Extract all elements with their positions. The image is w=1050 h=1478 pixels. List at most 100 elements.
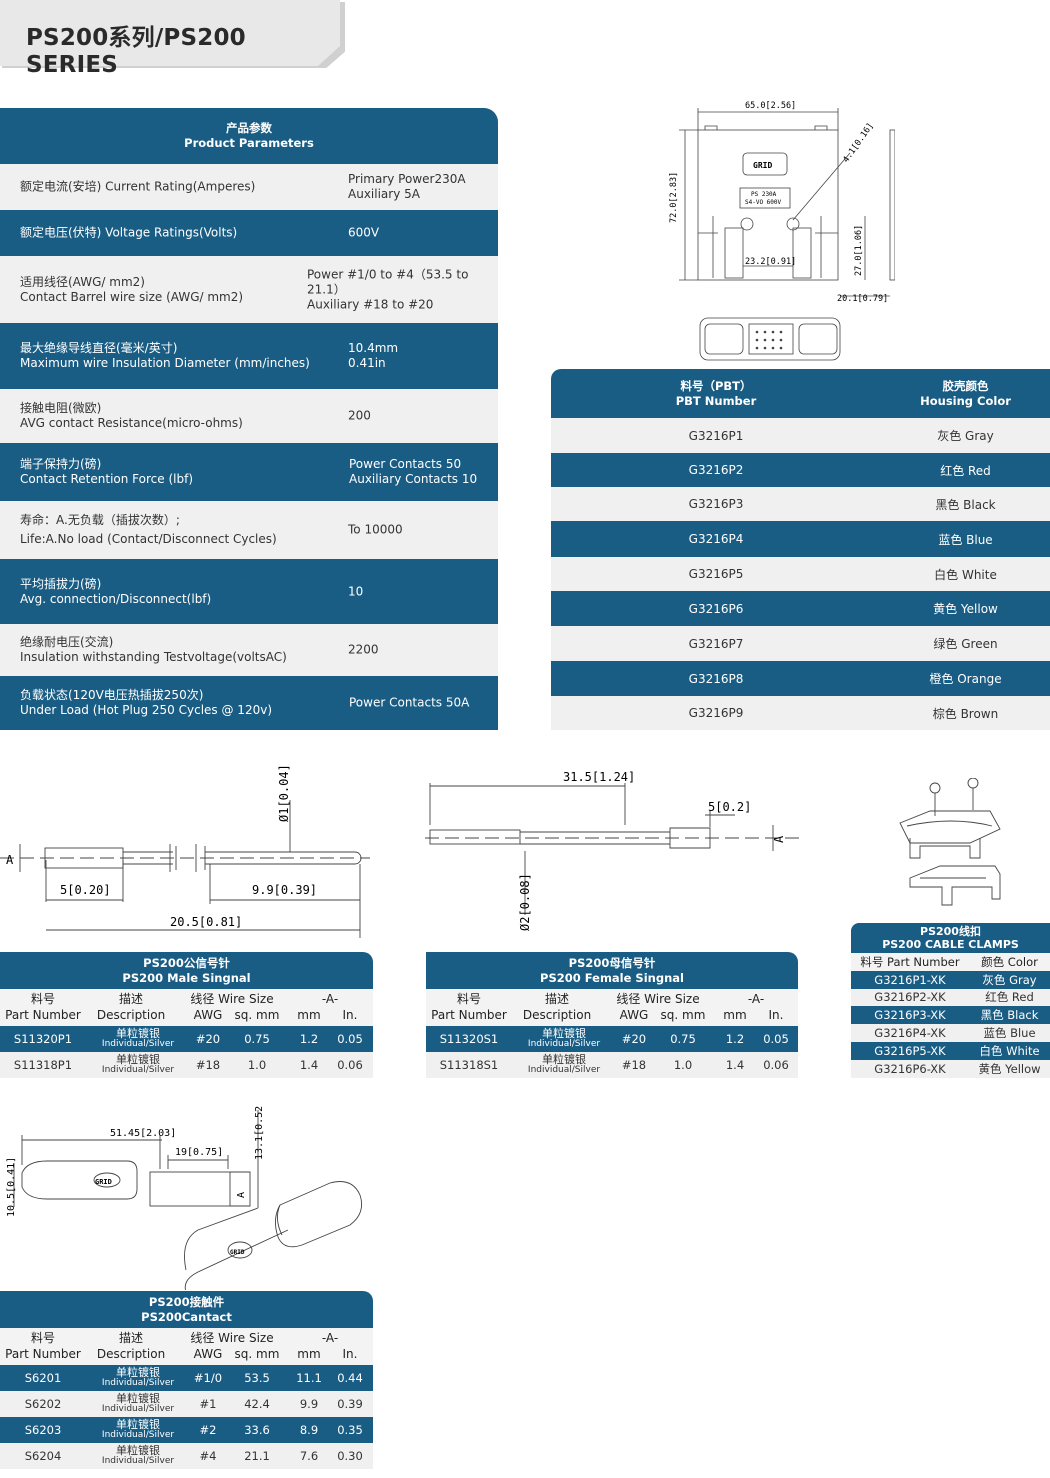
female-pin-drawing: 31.5[1.24] 5[0.2] A Ø2[0.08] bbox=[425, 770, 805, 931]
male-dim-99: 9.9[0.39] bbox=[252, 883, 317, 897]
param-value-2: Auxiliary #18 to #20 bbox=[307, 297, 434, 311]
pbt-part-number: G3216P6 bbox=[688, 601, 744, 616]
spec-sq-mm: 33.6 bbox=[244, 1423, 270, 1437]
spec-h-a: -A- bbox=[321, 1331, 339, 1345]
clamps-title: PS200线扣 PS200 CABLE CLAMPS bbox=[851, 923, 1050, 953]
clamps-title-cn: PS200线扣 bbox=[920, 925, 981, 938]
param-label-cn: 额定电流(安培) Current Rating(Amperes) bbox=[20, 179, 256, 194]
spec-desc-cn: 单粒镀银 bbox=[542, 1027, 586, 1040]
clamp-part-number: G3216P2-XK bbox=[874, 990, 946, 1005]
spec-title-cn: PS200母信号针 bbox=[568, 955, 656, 970]
contact-logo: GRID bbox=[95, 1178, 112, 1186]
spec-h-desc-cn: 描述 bbox=[118, 992, 143, 1006]
pbt-part-number: G3216P5 bbox=[688, 567, 744, 581]
spec-part-number: S11320P1 bbox=[13, 1032, 73, 1046]
spec-title-en: PS200 Male Singnal bbox=[122, 970, 251, 985]
spec-a-in: 0.05 bbox=[337, 1032, 363, 1046]
pbt-housing-color: 绿色 Green bbox=[933, 637, 998, 651]
pbt-part-number: G3216P7 bbox=[688, 636, 744, 651]
clamp-color: 黄色 Yellow bbox=[978, 1061, 1041, 1076]
clamp-color: 白色 White bbox=[979, 1043, 1040, 1058]
spec-awg: #1/0 bbox=[193, 1371, 223, 1385]
spec-sq-mm: 1.0 bbox=[247, 1058, 267, 1072]
spec-part-number: S11318S1 bbox=[439, 1058, 499, 1072]
param-value-1: 2200 bbox=[348, 642, 379, 657]
spec-a-in: 0.05 bbox=[763, 1032, 789, 1046]
param-label: 负载状态(120V电压热插拔250次)Under Load (Hot Plug … bbox=[20, 688, 310, 718]
spec-h-awg: AWG bbox=[193, 1347, 223, 1361]
spec-h-sq: sq. mm bbox=[234, 1347, 280, 1361]
spec-a-in: 0.30 bbox=[337, 1449, 363, 1463]
male-dim-205: 20.5[0.81] bbox=[170, 915, 242, 929]
product-parameters-table: 产品参数 Product Parameters 额定电流(安培) Current… bbox=[0, 108, 498, 730]
pbt-col1-en: PBT Number bbox=[675, 393, 757, 408]
clamps-title-en: PS200 CABLE CLAMPS bbox=[882, 938, 1019, 951]
pbt-part-number: G3216P2 bbox=[688, 463, 744, 477]
param-row: 端子保持力(磅)Contact Retention Force (lbf)Pow… bbox=[0, 443, 498, 501]
pbt-part-number: G3216P1 bbox=[688, 428, 744, 443]
spec-h-a: -A- bbox=[747, 992, 765, 1006]
spec-awg: #18 bbox=[195, 1058, 221, 1072]
female-dim-dia: Ø2[0.08] bbox=[518, 873, 532, 931]
spec-part-number: S6203 bbox=[24, 1423, 62, 1437]
spec-desc-cn: 单粒镀银 bbox=[116, 1053, 160, 1066]
clamp-part-number: G3216P5-XK bbox=[874, 1043, 946, 1058]
female-dim-315: 31.5[1.24] bbox=[563, 770, 635, 784]
param-value-1: 10.4mm bbox=[348, 341, 399, 355]
param-value-1: Power Contacts 50 bbox=[349, 457, 462, 471]
dim-housing-width: 65.0[2.56] bbox=[745, 101, 796, 111]
product-parameters-header: 产品参数 Product Parameters bbox=[0, 108, 498, 164]
male-dim-dia: Ø1[0.04] bbox=[277, 764, 291, 822]
female-dim-5: 5[0.2] bbox=[708, 800, 751, 814]
spec-h-part-en: Part Number bbox=[5, 1008, 81, 1022]
param-value-1: To 10000 bbox=[348, 522, 403, 537]
spec-awg: #1 bbox=[199, 1397, 217, 1411]
param-value-2: 0.41in bbox=[348, 356, 386, 370]
param-label-en: AVG contact Resistance(micro-ohms) bbox=[20, 416, 243, 430]
pbt-row: G3216P7 绿色 Green bbox=[551, 626, 1050, 661]
spec-awg: #2 bbox=[199, 1423, 217, 1437]
spec-desc-cn: 单粒镀银 bbox=[116, 1444, 160, 1457]
spec-h-awg: AWG bbox=[619, 1008, 649, 1022]
spec-part-number: S6201 bbox=[24, 1371, 62, 1385]
spec-h-part-en: Part Number bbox=[431, 1008, 507, 1022]
spec-a-in: 0.06 bbox=[763, 1058, 789, 1072]
param-label-cn: 额定电压(伏特) Voltage Ratings(Volts) bbox=[20, 225, 238, 240]
param-label-en: Life:A.No load (Contact/Disconnect Cycle… bbox=[20, 532, 277, 546]
male-dim-5: 5[0.20] bbox=[60, 883, 111, 897]
param-value: To 10000 bbox=[348, 523, 543, 538]
male-dim-a: A bbox=[6, 853, 14, 867]
contact-iso-logo: GRID bbox=[230, 1249, 245, 1256]
spec-title-cn: PS200接触件 bbox=[148, 1294, 225, 1309]
param-row: 寿命：A.无负载（插拔次数）;Life:A.No load (Contact/D… bbox=[0, 501, 498, 559]
contact-dim-a: A bbox=[236, 1192, 247, 1198]
param-value-1: Primary Power230A bbox=[348, 172, 466, 186]
param-label-cn: 最大绝缘导线直径(毫米/英寸) bbox=[20, 341, 178, 355]
param-label: 绝缘耐电压(交流)Insulation withstanding Testvol… bbox=[20, 635, 310, 665]
spec-h-awg: AWG bbox=[193, 1008, 223, 1022]
param-row: 接触电阻(微欧)AVG contact Resistance(micro-ohm… bbox=[0, 389, 498, 443]
param-row: 额定电压(伏特) Voltage Ratings(Volts)600V bbox=[0, 210, 498, 256]
spec-h-sq: sq. mm bbox=[234, 1008, 280, 1022]
spec-a-in: 0.39 bbox=[337, 1397, 363, 1411]
param-label-en: Insulation withstanding Testvoltage(volt… bbox=[20, 650, 287, 664]
